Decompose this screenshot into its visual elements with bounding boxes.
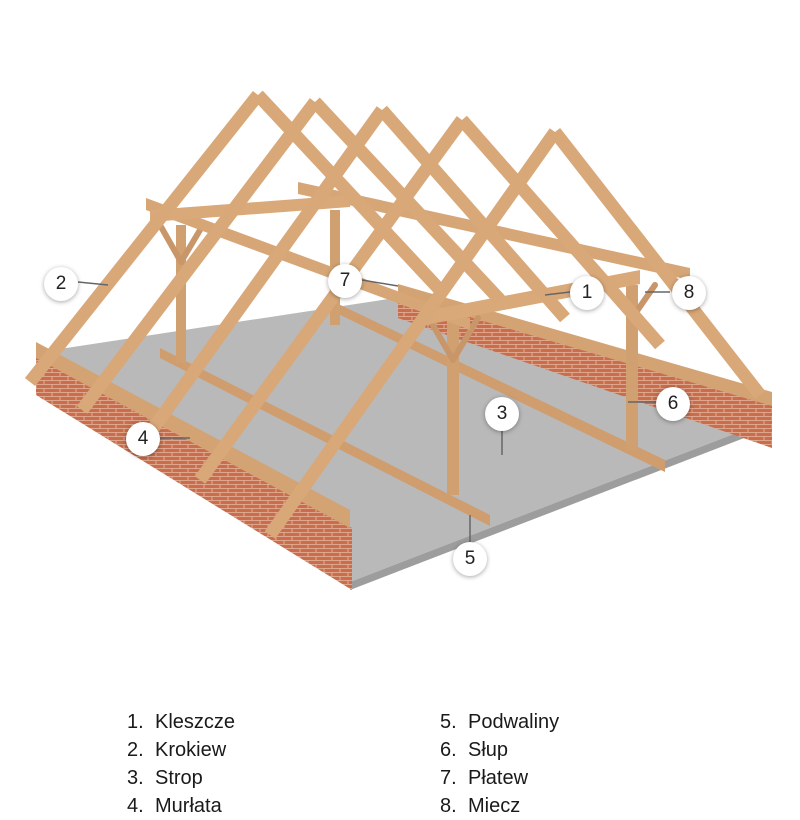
roof-truss-illustration bbox=[24, 90, 772, 590]
legend-number: 4. bbox=[127, 795, 144, 817]
callout-murlata: 4 bbox=[126, 422, 160, 456]
legend-column-left: 1. Kleszcze 2. Krokiew 3. Strop 4. Murłata bbox=[127, 708, 235, 820]
purlin-left bbox=[146, 198, 470, 330]
sill-beam-rear bbox=[330, 300, 665, 472]
wall-plate-front bbox=[36, 342, 350, 528]
legend-item: 2. Krokiew bbox=[127, 736, 235, 764]
wall-plate-right bbox=[398, 284, 772, 406]
legend-item: 4. Murłata bbox=[127, 792, 235, 820]
legend-item: 7. Płatew bbox=[440, 764, 559, 792]
callout-kleszcze: 1 bbox=[570, 276, 604, 310]
legend-number: 3. bbox=[127, 767, 144, 789]
legend-number: 5. bbox=[440, 711, 457, 733]
legend-column-right: 5. Podwaliny 6. Słup 7. Płatew 8. Miecz bbox=[440, 708, 559, 820]
legend-item: 8. Miecz bbox=[440, 792, 559, 820]
legend-label: Murłata bbox=[155, 795, 222, 817]
legend-label: Płatew bbox=[468, 767, 529, 789]
legend-label: Strop bbox=[155, 767, 203, 789]
callout-slup: 6 bbox=[656, 387, 690, 421]
leader-lines bbox=[77, 279, 670, 542]
legend-item: 3. Strop bbox=[127, 764, 235, 792]
callout-strop: 3 bbox=[485, 397, 519, 431]
legend-label: Kleszcze bbox=[155, 711, 236, 733]
legend-number: 8. bbox=[440, 795, 457, 817]
legend-item: 6. Słup bbox=[440, 736, 559, 764]
collar-tie-rear bbox=[150, 195, 350, 222]
legend-item: 5. Podwaliny bbox=[440, 708, 559, 736]
legend: 1. Kleszcze 2. Krokiew 3. Strop 4. Murłata 5… bbox=[0, 708, 800, 819]
legend-number: 2. bbox=[127, 739, 144, 761]
callout-platew: 7 bbox=[328, 264, 362, 298]
callout-miecz: 8 bbox=[672, 276, 706, 310]
legend-number: 6. bbox=[440, 739, 457, 761]
legend-label: Podwaliny bbox=[468, 711, 560, 733]
legend-label: Miecz bbox=[468, 795, 521, 817]
callout-podwaliny: 5 bbox=[453, 542, 487, 576]
callout-krokiew: 2 bbox=[44, 267, 78, 301]
legend-number: 7. bbox=[440, 767, 457, 789]
rafters bbox=[24, 90, 766, 539]
legend-item: 1. Kleszcze bbox=[127, 708, 235, 736]
legend-number: 1. bbox=[127, 711, 144, 733]
legend-label: Słup bbox=[468, 739, 509, 761]
legend-label: Krokiew bbox=[155, 739, 227, 761]
sill-beam-front bbox=[160, 348, 490, 526]
